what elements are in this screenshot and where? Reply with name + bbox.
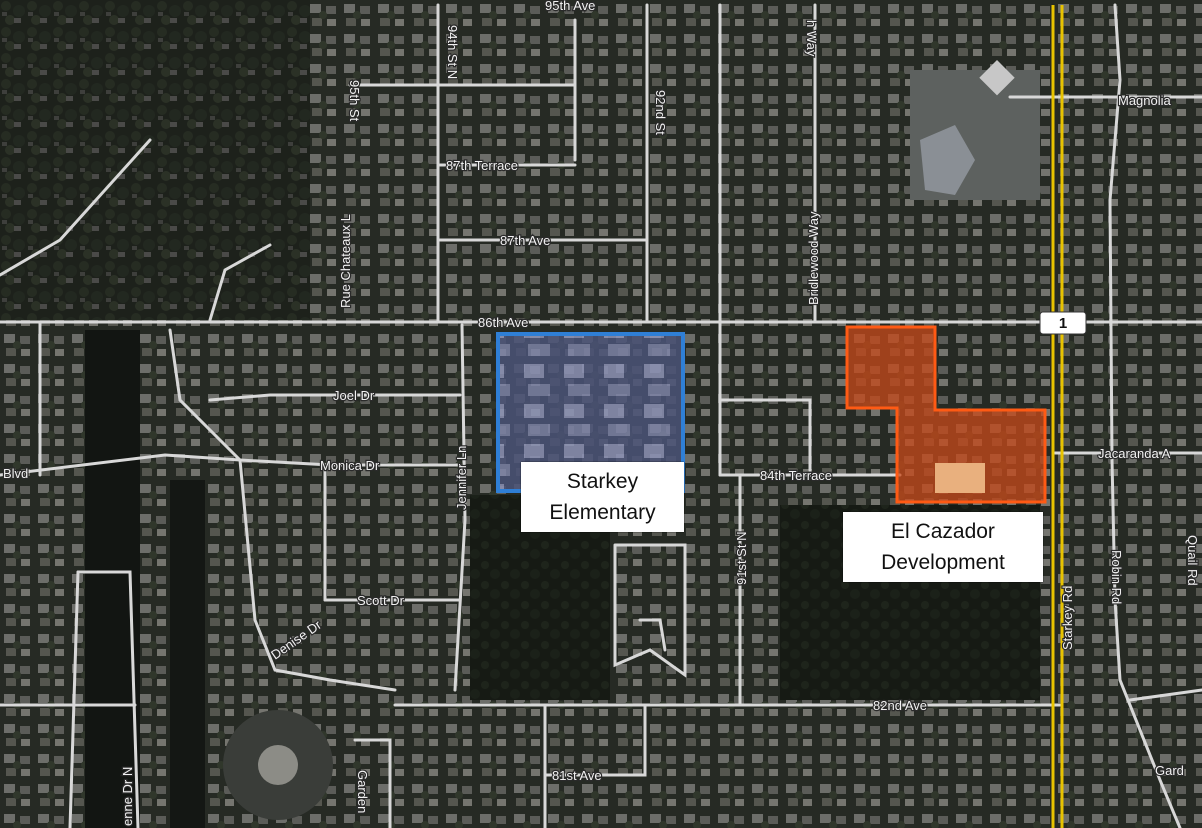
school-callout-line-2: Elementary — [549, 501, 656, 524]
street-label-h-way: h Way — [804, 20, 819, 57]
street-label-94th-st-n: 94th St N — [445, 25, 460, 79]
street-label-magnolia: Magnolia — [1118, 93, 1172, 108]
street-label-bridlewood-way: Bridlewood Way — [806, 211, 821, 305]
street-label-jacaranda: Jacaranda A — [1098, 446, 1171, 461]
street-label-84th-terrace: 84th Terrace — [760, 468, 832, 483]
development-building — [935, 463, 985, 493]
road-network — [0, 3, 1202, 828]
street-label-scott-dr: Scott Dr — [357, 593, 405, 608]
circular-complex-inner — [258, 745, 298, 785]
street-label-anne-dr-n: enne Dr N — [120, 767, 135, 826]
development-callout-line-2: Development — [881, 551, 1005, 574]
street-label-92nd-st: 92nd St — [653, 90, 668, 135]
starkey-road-highway — [1051, 5, 1064, 828]
route-shield: 1 — [1039, 311, 1087, 335]
street-label-87th-terrace: 87th Terrace — [446, 158, 518, 173]
building-top-right — [979, 60, 1015, 96]
street-label-86th-ave: 86th Ave — [478, 315, 528, 330]
street-label-95th-st: 95th St — [347, 80, 362, 122]
street-label-joel-dr: Joel Dr — [333, 388, 375, 403]
street-label-blvd: Blvd — [3, 466, 28, 481]
street-label-garden: Garden — [355, 770, 370, 813]
street-label-starkey-rd: Starkey Rd — [1060, 586, 1075, 650]
development-parcel[interactable] — [845, 325, 1047, 504]
street-label-87th-ave: 87th Ave — [500, 233, 550, 248]
street-label-rue-chateaux: Rue Chateaux L — [338, 214, 353, 308]
wooded-area-west — [0, 0, 310, 320]
canal-strip — [170, 480, 205, 828]
development-callout-line-1: El Cazador — [891, 520, 995, 543]
school-callout[interactable]: Starkey Elementary — [521, 462, 684, 532]
school-callout-line-1: Starkey — [566, 470, 639, 493]
street-label-quail-rd: Quail Rd — [1185, 535, 1200, 586]
development-callout[interactable]: El Cazador Development — [843, 512, 1043, 582]
route-shield-number: 1 — [1059, 315, 1067, 332]
church-roof — [920, 125, 975, 195]
street-label-gard: Gard — [1155, 763, 1184, 778]
street-label-91st-st-n: 91st St N — [734, 532, 749, 585]
street-label-monica-dr: Monica Dr — [320, 458, 380, 473]
street-label-81st-ave: 81st Ave — [552, 768, 602, 783]
street-label-95th-ave: 95th Ave — [545, 0, 595, 13]
street-label-jennifer-ln: Jennifer Ln — [454, 446, 469, 510]
street-label-robin-rd: Robin Rd — [1109, 550, 1124, 604]
canal — [85, 330, 140, 828]
street-label-82nd-ave: 82nd Ave — [873, 698, 927, 713]
